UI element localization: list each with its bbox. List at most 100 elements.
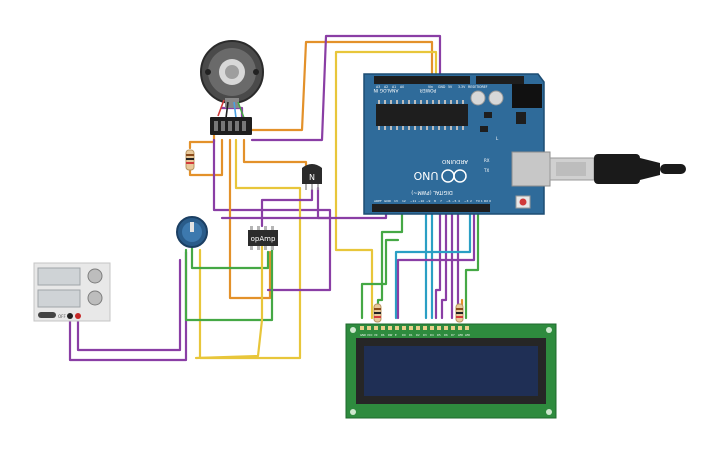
- digital-pin-label: 13: [394, 199, 398, 203]
- wire-purple-lcd-1[interactable]: [434, 206, 442, 320]
- arduino-power-label: POWER: [420, 87, 437, 93]
- wire-purple-resistor[interactable]: [212, 138, 332, 220]
- transistor-label: N: [309, 173, 315, 182]
- wires: [68, 34, 480, 362]
- psu-knob-current[interactable]: [87, 290, 103, 306]
- lcd-pin-label: LED: [465, 333, 470, 337]
- power-jack[interactable]: [512, 84, 542, 108]
- digital-pin-label: ~5: [452, 199, 457, 203]
- lcd-pin-label: GND: [360, 333, 366, 337]
- motor-connector[interactable]: [210, 117, 252, 135]
- arduino-led-rx: RX: [484, 158, 490, 163]
- wire-purple-lcd-2[interactable]: [440, 206, 448, 320]
- analog-pin-label: A0: [400, 85, 404, 89]
- digital-pin-label: ~9: [426, 199, 431, 203]
- lcd-pin-label: D7: [451, 333, 455, 337]
- digital-pin-labels: AREF GND 13 12 ~11 ~10 ~9 8 7 ~6 ~5 4 ~3…: [374, 199, 491, 203]
- power-pin-5v: 5V: [448, 85, 453, 89]
- wire-yellow-opamp[interactable]: [194, 238, 264, 360]
- usb-port[interactable]: [511, 151, 551, 187]
- lcd-pin-label: D5: [437, 333, 441, 337]
- power-pin-ioref: IOREF: [478, 85, 488, 89]
- power-pin-3v3: 3.3V: [458, 85, 466, 89]
- analog-pin-label: A3: [376, 85, 380, 89]
- digital-pin-label: ~3: [464, 199, 469, 203]
- wire-green-lcd-3[interactable]: [464, 206, 480, 320]
- lcd-pin-label: D6: [444, 333, 448, 337]
- lcd-pin-label: RS: [381, 333, 385, 337]
- lcd-screen: [364, 346, 538, 396]
- potentiometer[interactable]: [176, 216, 208, 248]
- arduino-led-tx: TX: [483, 168, 489, 173]
- arduino-digital-label: DIGITAL (PWM~): [411, 189, 453, 195]
- psu-terminal-positive[interactable]: [75, 313, 81, 319]
- lcd-pin-labels: GND VCC V0 RS RW E D0 D1 D2 D3 D4 D5 D6 …: [360, 333, 470, 337]
- arduino-model: UNO: [413, 169, 438, 182]
- power-pin-vin: Vin: [428, 85, 433, 89]
- lcd-pin-label: D2: [416, 333, 420, 337]
- digital-pin-aref: AREF: [374, 199, 382, 203]
- wire-blue-lcd-3[interactable]: [394, 206, 472, 320]
- transistor[interactable]: N: [302, 164, 322, 190]
- lcd-pin-label: LED: [458, 333, 463, 337]
- wire-green-lcd-1[interactable]: [376, 208, 404, 320]
- opamp-label: opAmp: [251, 235, 276, 243]
- analog-pin-label: A2: [384, 85, 388, 89]
- digital-pin-label: 8: [434, 199, 436, 203]
- dc-motor[interactable]: [200, 40, 264, 108]
- wire-orange-resistor[interactable]: [188, 132, 224, 177]
- lcd-pin-label: D0: [402, 333, 406, 337]
- psu-button-label: OFF: [58, 314, 66, 319]
- wire-green-lcd-2[interactable]: [360, 238, 400, 320]
- digital-pin-label: ~6: [446, 199, 451, 203]
- lcd-pin-label: RW: [388, 333, 393, 337]
- wire-purple-lcd-5[interactable]: [396, 206, 476, 320]
- lcd-module[interactable]: GND VCC V0 RS RW E D0 D1 D2 D3 D4 D5 D6 …: [345, 323, 557, 419]
- wire-purple-transistor[interactable]: [260, 188, 314, 228]
- wire-orange-transistor[interactable]: [242, 138, 308, 180]
- arduino-brand: ARDUINO: [441, 158, 468, 164]
- digital-pin-label: ~10: [418, 199, 424, 203]
- opamp-ic[interactable]: opAmp: [248, 226, 278, 250]
- atmega-chip: [376, 104, 468, 126]
- digital-pin-label: 7: [440, 199, 442, 203]
- digital-pin-label: RX 0: [484, 199, 491, 203]
- analog-pin-label: A1: [392, 85, 396, 89]
- lcd-pins: [360, 326, 469, 330]
- power-pin-gnd: GND: [438, 85, 446, 89]
- psu-knob-voltage[interactable]: [87, 268, 103, 284]
- usb-cable[interactable]: [549, 154, 686, 184]
- power-pin-reset: RESET: [468, 85, 478, 89]
- arduino-uno[interactable]: ARDUINO UNO DIGITAL (PWM~) POWER ANALOG …: [363, 73, 551, 215]
- wire-green-pot[interactable]: [190, 246, 270, 270]
- digital-pin-label: 12: [402, 199, 406, 203]
- wire-purple-left[interactable]: [220, 216, 332, 292]
- digital-pin-gnd: GND: [384, 199, 392, 203]
- lcd-pin-label: D3: [423, 333, 427, 337]
- psu-terminal-negative[interactable]: [67, 313, 73, 319]
- lcd-pin-label: D1: [409, 333, 413, 337]
- psu-power-button[interactable]: [38, 312, 56, 318]
- lcd-pin-label: V0: [374, 333, 378, 337]
- wire-green-long[interactable]: [184, 238, 274, 322]
- power-pin-labels: IOREF RESET 3.3V 5V GND Vin: [428, 85, 488, 89]
- resistor-lcd-right[interactable]: [455, 303, 464, 323]
- motor-wires: [217, 99, 245, 119]
- resistor-lcd-left[interactable]: [373, 303, 382, 323]
- power-supply[interactable]: OFF: [33, 262, 111, 322]
- lcd-pin-label: VCC: [367, 333, 373, 337]
- arduino-analog-label: ANALOG IN: [373, 87, 398, 93]
- wire-yellow-connector[interactable]: [198, 138, 302, 360]
- lcd-pin-label: D4: [430, 333, 434, 337]
- lcd-pin-label: E: [395, 333, 397, 337]
- wire-orange-top[interactable]: [248, 40, 434, 132]
- digital-pin-label: 2: [470, 199, 472, 203]
- wire-red-psu[interactable]: [76, 258, 182, 352]
- resistor-motor[interactable]: [185, 149, 195, 171]
- arduino-led-l: L: [496, 136, 499, 141]
- digital-pin-label: 4: [458, 199, 460, 203]
- digital-pin-label: ~11: [410, 199, 416, 203]
- digital-pin-label: TX 1: [475, 199, 483, 203]
